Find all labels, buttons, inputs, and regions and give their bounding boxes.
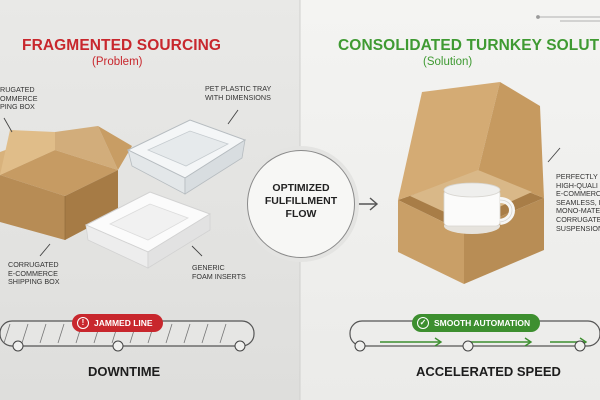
problem-subheading: (Problem): [92, 56, 143, 68]
jammed-conveyor: [0, 320, 255, 352]
right-callout-arrow: [547, 147, 561, 163]
mug-illustration: [443, 182, 515, 234]
smooth-automation-badge: ✓ SMOOTH AUTOMATION: [412, 314, 541, 332]
check-circle-icon: ✓: [417, 317, 429, 329]
callout-corrugated-box-top: RUGATED OMMERCE PING BOX: [0, 85, 38, 112]
callout-mailer-box: PERFECTLY C HIGH-QUALI E-COMMERCE SEAMLE…: [556, 172, 600, 233]
mailer-box-illustration: [398, 82, 544, 284]
foam-insert-illustration: [84, 191, 212, 269]
jammed-line-label: JAMMED LINE: [94, 318, 153, 328]
corrugated-box-illustration: [0, 126, 132, 240]
accelerated-speed-label: ACCELERATED SPEED: [416, 364, 561, 379]
alert-circle-icon: !: [77, 317, 89, 329]
left-callout-arrows: [3, 109, 239, 257]
smooth-automation-label: SMOOTH AUTOMATION: [434, 318, 531, 328]
downtime-label: DOWNTIME: [88, 364, 161, 379]
flow-arrow: [355, 197, 379, 211]
callout-plastic-tray: PET PLASTIC TRAY WITH DIMENSIONS: [205, 84, 272, 102]
decorative-lines: [536, 15, 600, 22]
jammed-line-badge: ! JAMMED LINE: [72, 314, 163, 332]
solution-subheading: (Solution): [423, 56, 473, 68]
plastic-tray-illustration: [126, 119, 247, 195]
center-flow-circle: [247, 150, 355, 258]
callout-corrugated-box-bottom: CORRUGATED E-COMMERCE SHIPPING BOX: [8, 260, 60, 287]
problem-heading: FRAGMENTED SOURCING: [22, 37, 222, 54]
center-flow-label: OPTIMIZED FULFILLMENT FLOW: [264, 182, 338, 220]
callout-foam-inserts: GENERIC FOAM INSERTS: [192, 263, 246, 281]
solution-heading: CONSOLIDATED TURNKEY SOLUTIO: [338, 37, 600, 54]
